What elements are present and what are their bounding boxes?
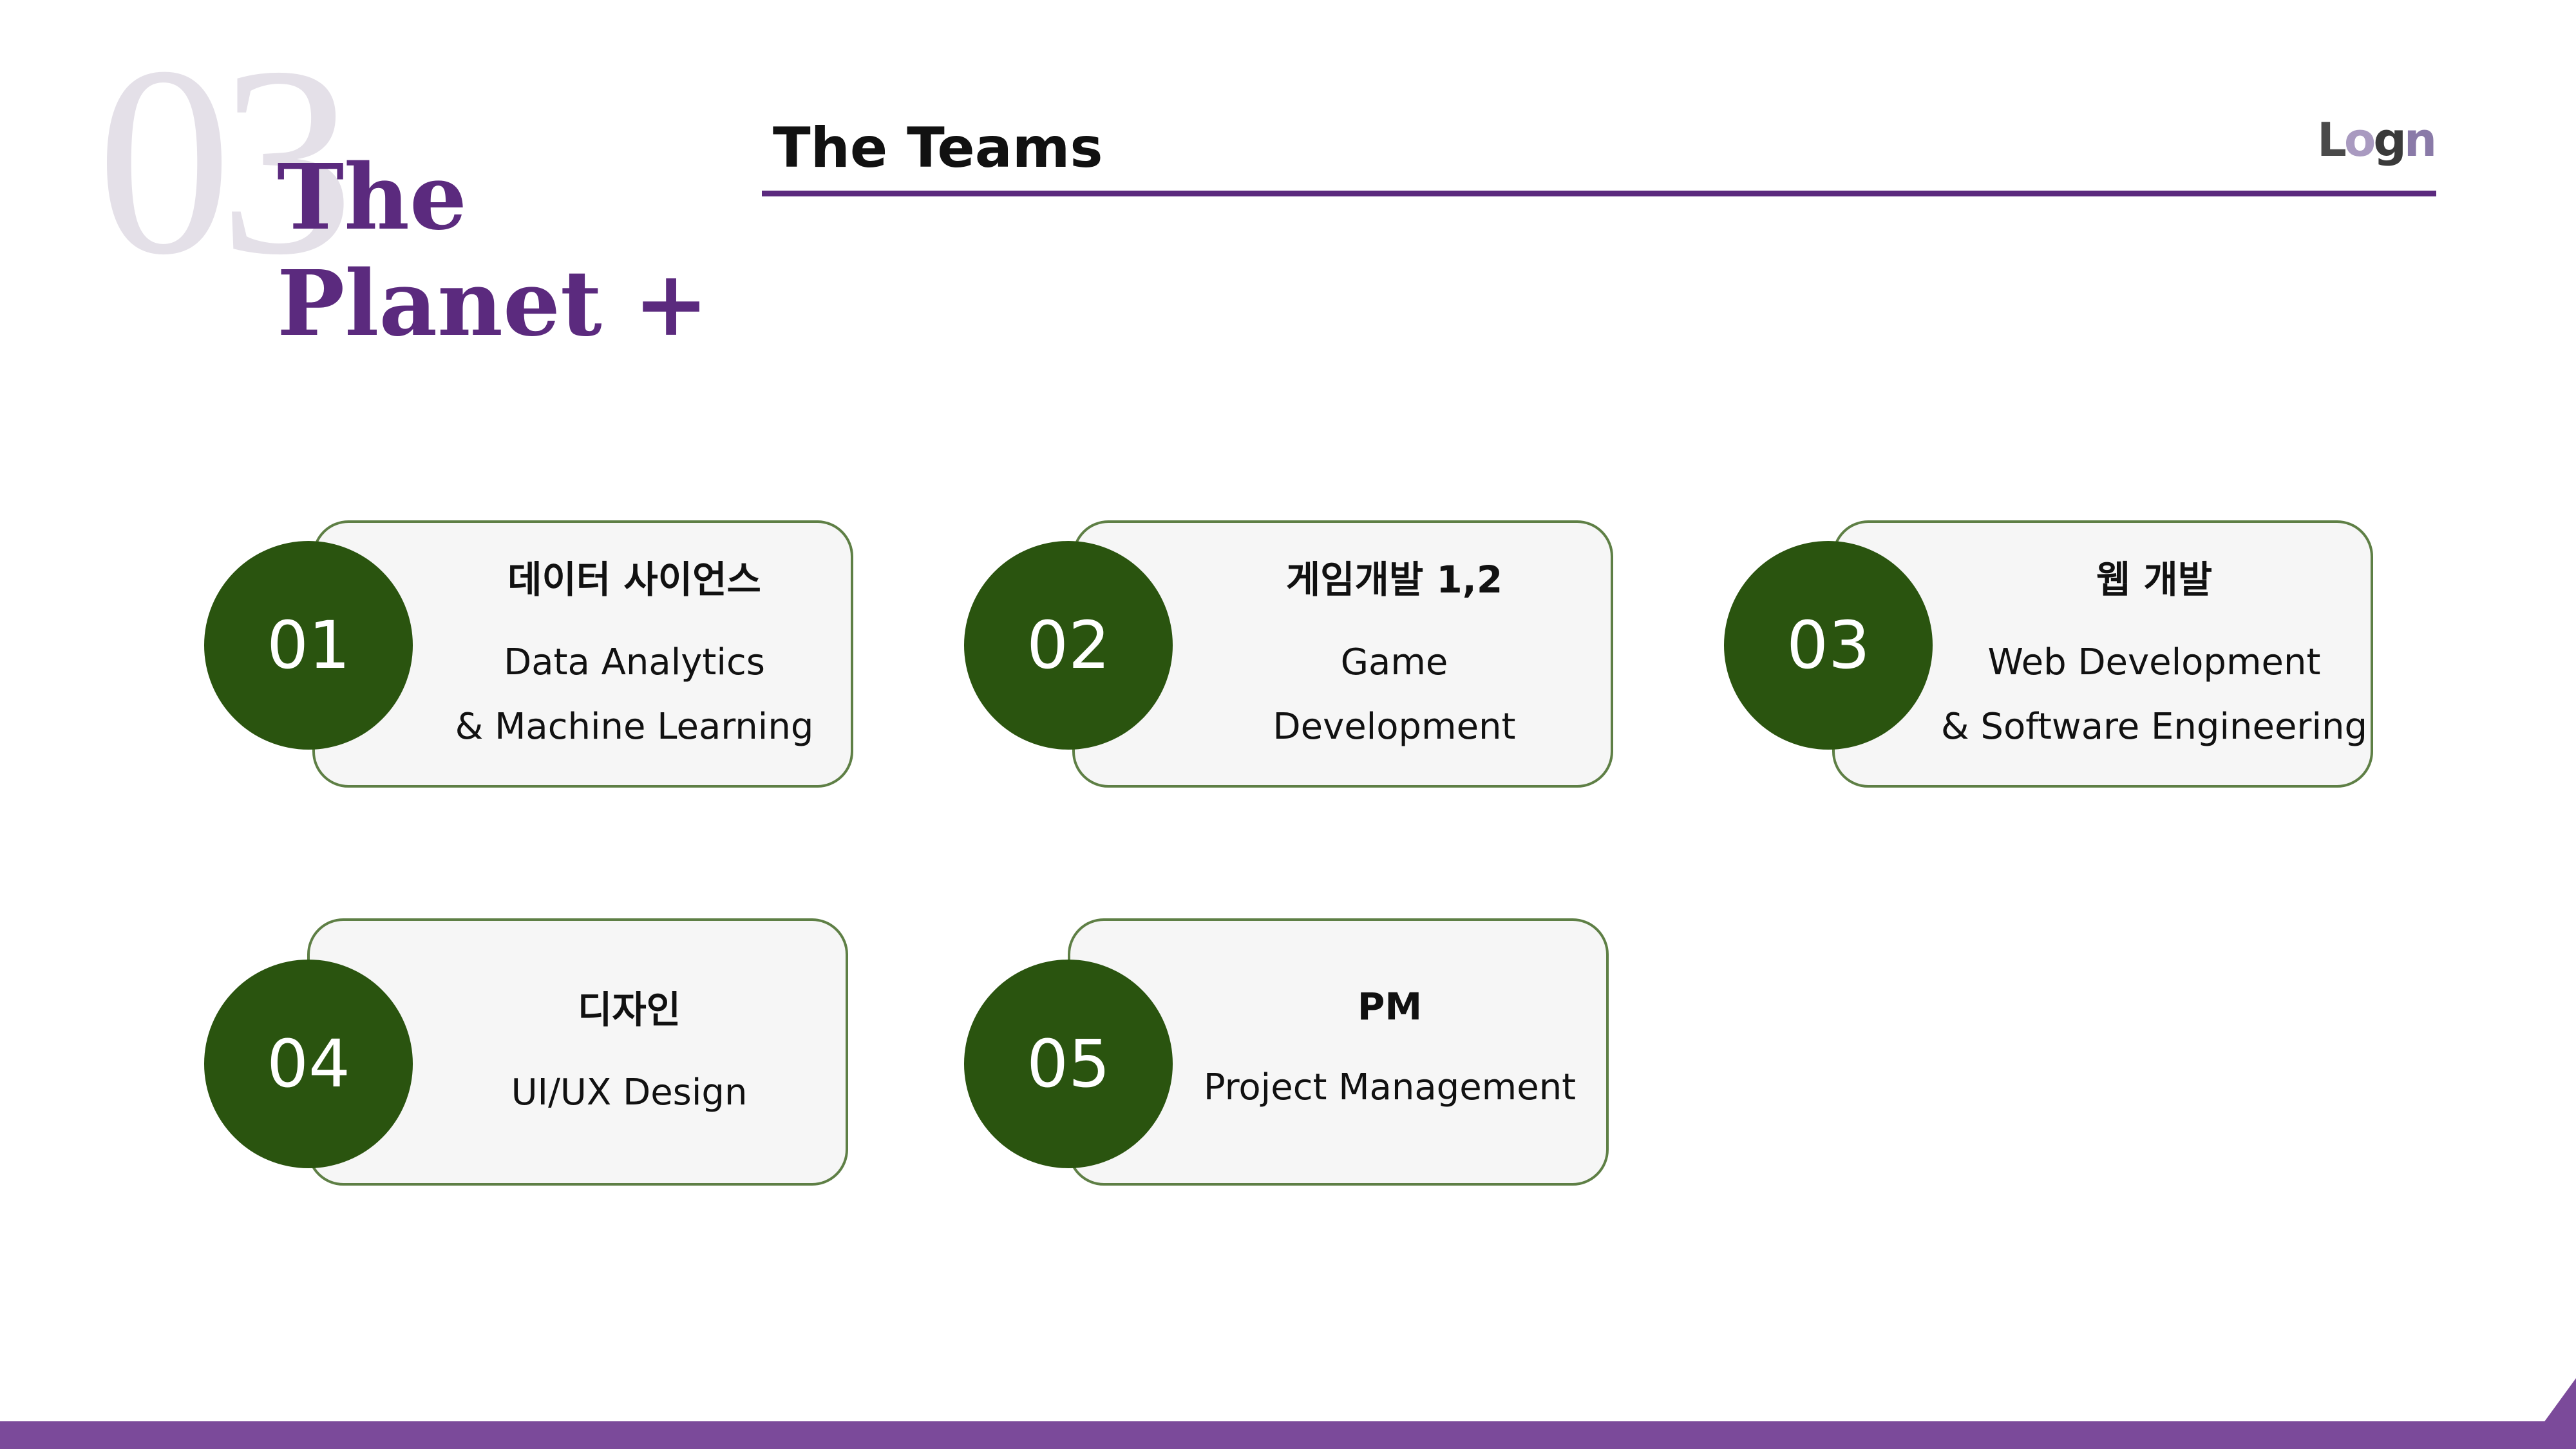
team-korean-name: PM bbox=[1357, 984, 1423, 1028]
team-english-name: UI/UX Design bbox=[511, 1061, 748, 1125]
team-korean-name: 웹 개발 bbox=[2096, 557, 2213, 601]
team-card-text: PM Project Management bbox=[1070, 921, 1606, 1183]
team-english-name: Game Development bbox=[1273, 630, 1516, 759]
team-english-line: Game bbox=[1340, 641, 1448, 683]
team-card-text: 디자인 UI/UX Design bbox=[310, 921, 846, 1183]
logo-letter-3: g bbox=[2373, 113, 2407, 167]
team-card-text: 데이터 사이언스 Data Analytics & Machine Learni… bbox=[315, 523, 851, 785]
team-number-badge: 02 bbox=[964, 541, 1173, 750]
brand-title: The Planet + bbox=[277, 145, 709, 357]
logo-letter-1: L bbox=[2317, 113, 2347, 167]
team-english-name: Project Management bbox=[1204, 1056, 1576, 1120]
team-number-badge: 03 bbox=[1724, 541, 1933, 750]
team-number-badge: 05 bbox=[964, 960, 1173, 1168]
team-card-text: 게임개발 1,2 Game Development bbox=[1075, 523, 1611, 785]
header-divider bbox=[762, 191, 2436, 196]
team-card-text: 웹 개발 Web Development & Software Engineer… bbox=[1835, 523, 2371, 785]
team-korean-name: 디자인 bbox=[577, 987, 681, 1032]
footer-corner-shape bbox=[2524, 1378, 2576, 1449]
page-title: The Teams bbox=[773, 116, 1103, 180]
team-english-name: Data Analytics & Machine Learning bbox=[455, 630, 814, 759]
logo: Logn bbox=[2317, 113, 2437, 167]
team-english-line: Project Management bbox=[1203, 1066, 1577, 1108]
team-english-line: UI/UX Design bbox=[511, 1071, 748, 1113]
team-english-line: & Software Engineering bbox=[1940, 705, 2368, 748]
team-english-line: Data Analytics bbox=[504, 641, 765, 683]
team-english-line: & Machine Learning bbox=[455, 705, 814, 748]
team-number-badge: 04 bbox=[204, 960, 413, 1168]
logo-letter-2: o bbox=[2344, 113, 2376, 167]
section-number: 03 bbox=[97, 11, 354, 310]
brand-title-line2: Planet + bbox=[277, 251, 709, 357]
team-number-badge: 01 bbox=[204, 541, 413, 750]
team-korean-name: 게임개발 1,2 bbox=[1285, 557, 1503, 601]
team-card-data-science: 데이터 사이언스 Data Analytics & Machine Learni… bbox=[312, 520, 853, 788]
team-english-line: Development bbox=[1273, 705, 1516, 748]
team-english-name: Web Development & Software Engineering bbox=[1941, 630, 2367, 759]
team-english-line: Web Development bbox=[1987, 641, 2321, 683]
team-korean-name: 데이터 사이언스 bbox=[507, 557, 761, 601]
brand-title-line1: The bbox=[277, 145, 468, 251]
logo-letter-4: n bbox=[2403, 113, 2437, 167]
footer-bar bbox=[0, 1421, 2576, 1449]
